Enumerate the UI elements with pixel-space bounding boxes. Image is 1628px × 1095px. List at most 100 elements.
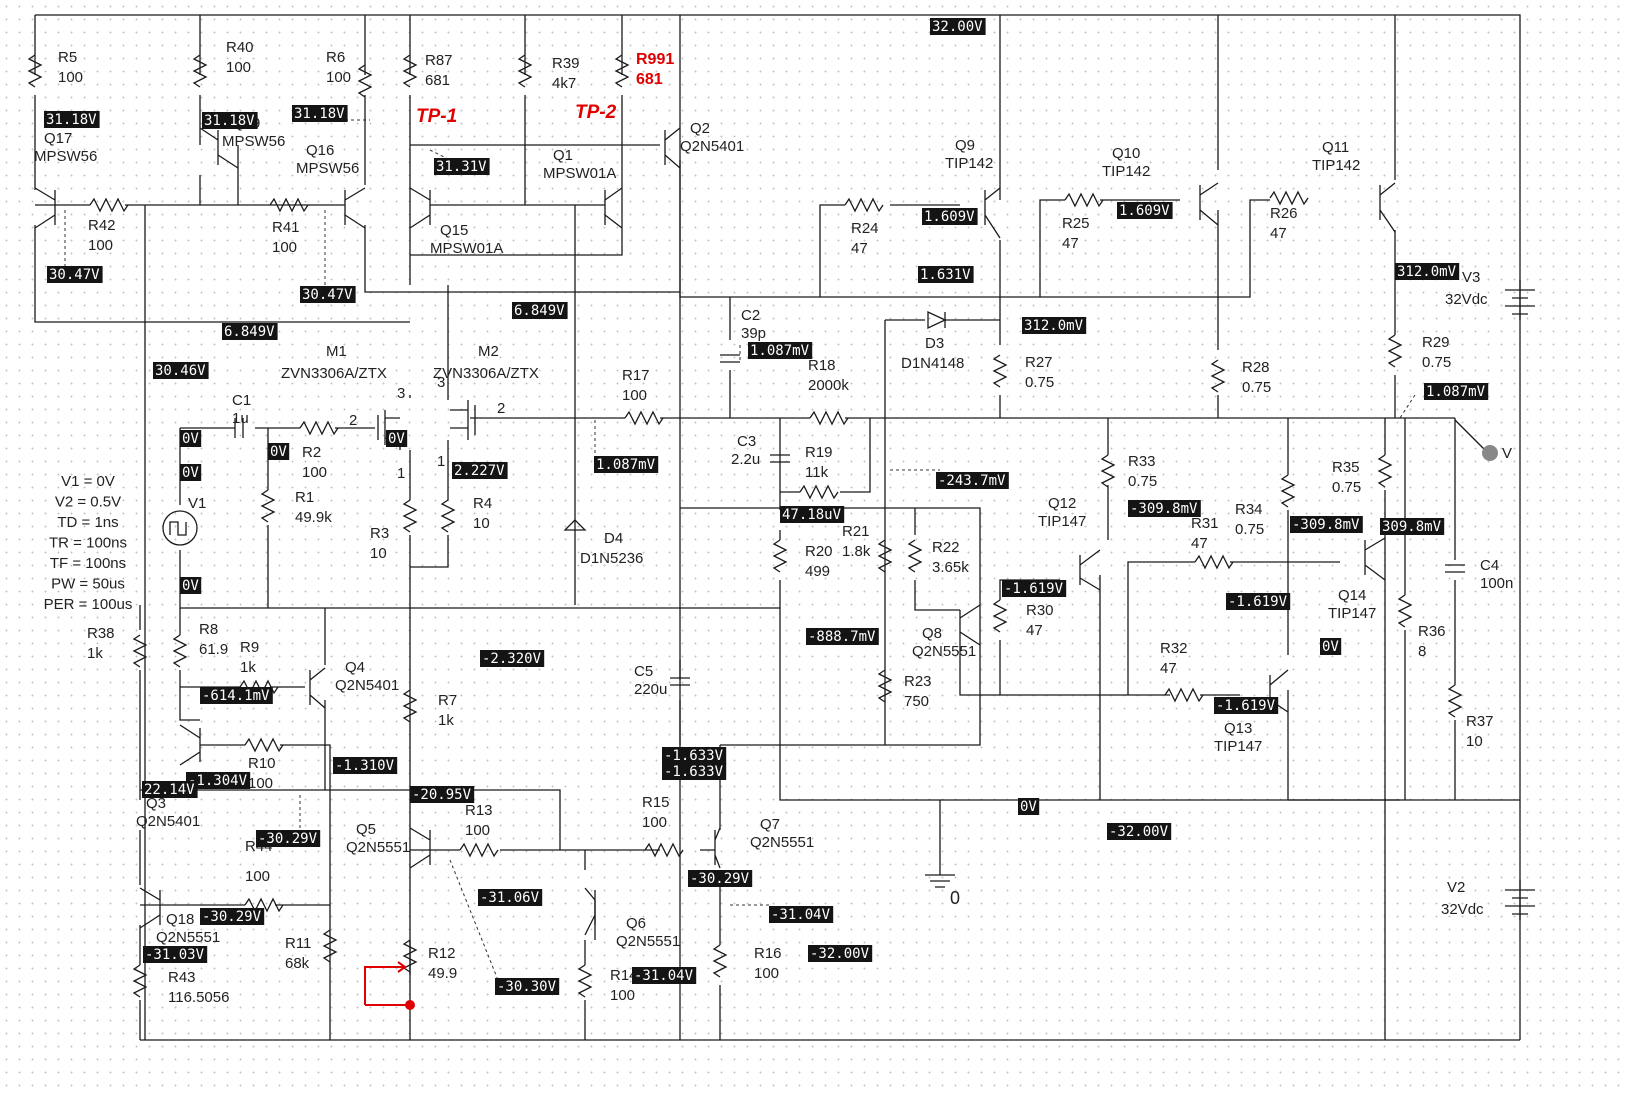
node-voltage-tag: -1.304V <box>186 772 251 789</box>
node-voltage-value: 31.18V <box>204 113 255 129</box>
node-voltage-value: 2.227V <box>454 463 505 479</box>
resistor-r28-value: 0.75 <box>1242 379 1271 396</box>
resistor-r7-value: 1k <box>438 712 454 729</box>
resistor-r43-ref: R43 <box>168 969 196 986</box>
resistor-r19-ref: R19 <box>805 444 833 461</box>
node-voltage-tag: -30.29V <box>200 908 265 925</box>
node-voltage-tag: -31.04V <box>769 906 834 923</box>
transistor-symbols <box>34 127 1396 936</box>
node-voltage-tag: 30.47V <box>47 266 103 283</box>
resistor-r33-value: 0.75 <box>1128 473 1157 490</box>
node-voltage-box <box>452 462 508 479</box>
node-voltage-tag: 2.227V <box>452 462 508 479</box>
resistor-r42-ref: R42 <box>88 217 116 234</box>
node-voltage-box <box>495 978 560 995</box>
transistor-q16-ref: Q16 <box>306 142 334 159</box>
resistor-r10-value: 100 <box>248 775 273 792</box>
node-voltage-value: 32.00V <box>932 19 983 35</box>
resistor-r25-value: 47 <box>1062 235 1079 252</box>
node-voltage-value: -30.29V <box>258 831 318 847</box>
resistor-r34-ref: R34 <box>1235 501 1263 518</box>
transistor-q10-model: TIP142 <box>1102 163 1150 180</box>
node-voltage-value: 30.47V <box>302 287 353 303</box>
node-voltage-value: 1.609V <box>1119 203 1170 219</box>
resistor-r14-value: 100 <box>610 987 635 1004</box>
node-voltage-box <box>153 362 209 379</box>
node-voltage-box <box>180 430 202 447</box>
resistor-r5-value: 100 <box>58 69 83 86</box>
test-point-1-label: TP-1 <box>416 106 457 127</box>
node-voltage-box <box>512 302 568 319</box>
source-v1-param: TF = 100ns <box>50 555 126 572</box>
transistor-q6-ref: Q6 <box>626 915 646 932</box>
resistor-r23-value: 750 <box>904 693 929 710</box>
node-voltage-tag: -309.8mV <box>1128 500 1201 517</box>
transistor-q18-ref: Q18 <box>166 911 194 928</box>
capacitor-c5-ref: C5 <box>634 663 653 680</box>
node-voltage-tag: 0V <box>180 430 202 447</box>
node-voltage-value: -614.1mV <box>202 688 270 704</box>
resistor-r44-value: 100 <box>245 868 270 885</box>
node-voltage-box <box>386 430 408 447</box>
transistor-q18-model: Q2N5551 <box>156 929 220 946</box>
mosfet-m1-model: ZVN3306A/ZTX <box>281 365 387 382</box>
wires <box>34 14 1521 1041</box>
m2-pin-3-label: 3 <box>437 374 445 391</box>
node-voltage-box <box>142 781 198 798</box>
transistor-q17-model: MPSW56 <box>34 148 97 165</box>
diode-d4-model: D1N5236 <box>580 550 643 567</box>
resistor-r991-value: 681 <box>636 71 663 88</box>
node-voltage-tag: 30.47V <box>300 286 356 303</box>
transistor-q1-model: MPSW01A <box>543 165 616 182</box>
resistor-r87-value: 681 <box>425 72 450 89</box>
node-voltage-value: -243.7mV <box>938 473 1006 489</box>
resistor-r29-ref: R29 <box>1422 334 1450 351</box>
node-voltage-tag: 1.087mV <box>1424 383 1489 400</box>
node-voltage-tag: -309.8mV <box>1290 516 1363 533</box>
node-voltage-box <box>808 945 873 962</box>
node-voltage-value: -1.633V <box>664 764 724 780</box>
source-v3-ref: V3 <box>1462 269 1480 286</box>
source-v2-value: 32Vdc <box>1441 901 1484 918</box>
resistor-r20-ref: R20 <box>805 543 833 560</box>
node-voltage-tag: -31.04V <box>632 967 697 984</box>
resistor-r16-ref: R16 <box>754 945 782 962</box>
node-voltage-value: -20.95V <box>412 787 472 803</box>
node-voltage-tag: -31.06V <box>478 889 543 906</box>
transistor-q13-ref: Q13 <box>1224 720 1252 737</box>
node-voltage-box <box>1022 317 1087 334</box>
node-voltage-value: 309.8mV <box>1382 519 1442 535</box>
node-voltage-value: 31.31V <box>436 159 487 175</box>
transistor-q3-model: Q2N5401 <box>136 813 200 830</box>
resistor-r36-ref: R36 <box>1418 623 1446 640</box>
node-voltage-value: 1.631V <box>920 267 971 283</box>
m2-pin-1-label: 1 <box>437 453 445 470</box>
test-point-2-label: TP-2 <box>575 102 617 123</box>
node-voltage-box <box>594 456 659 473</box>
node-voltage-box <box>186 772 251 789</box>
node-voltage-value: -31.03V <box>145 947 205 963</box>
resistor-r24-value: 47 <box>851 240 868 257</box>
source-v2-ref: V2 <box>1447 879 1465 896</box>
capacitor-c3-ref: C3 <box>737 433 756 450</box>
node-voltage-value: -30.30V <box>497 979 557 995</box>
source-v1-param: PW = 50us <box>51 576 125 593</box>
resistor-r16-value: 100 <box>754 965 779 982</box>
transistor-q11-ref: Q11 <box>1322 139 1349 156</box>
resistor-r31-value: 47 <box>1191 535 1208 552</box>
resistor-r1-ref: R1 <box>295 489 314 506</box>
resistor-r20-value: 499 <box>805 563 830 580</box>
capacitor-c4-ref: C4 <box>1480 557 1499 574</box>
resistor-r18-value: 2000k <box>808 377 849 394</box>
node-voltage-value: -32.00V <box>810 946 870 962</box>
node-voltage-box <box>1002 580 1067 597</box>
node-voltage-value: 0V <box>182 465 199 481</box>
node-voltage-box <box>662 747 727 764</box>
resistor-r30-ref: R30 <box>1026 602 1054 619</box>
resistor-r10-ref: R10 <box>248 755 276 772</box>
node-voltage-tag: 0V <box>1018 798 1040 815</box>
node-voltage-tag: 309.8mV <box>1380 518 1445 535</box>
node-voltage-tag: -1.619V <box>1214 697 1279 714</box>
resistor-r40-value: 100 <box>226 59 251 76</box>
